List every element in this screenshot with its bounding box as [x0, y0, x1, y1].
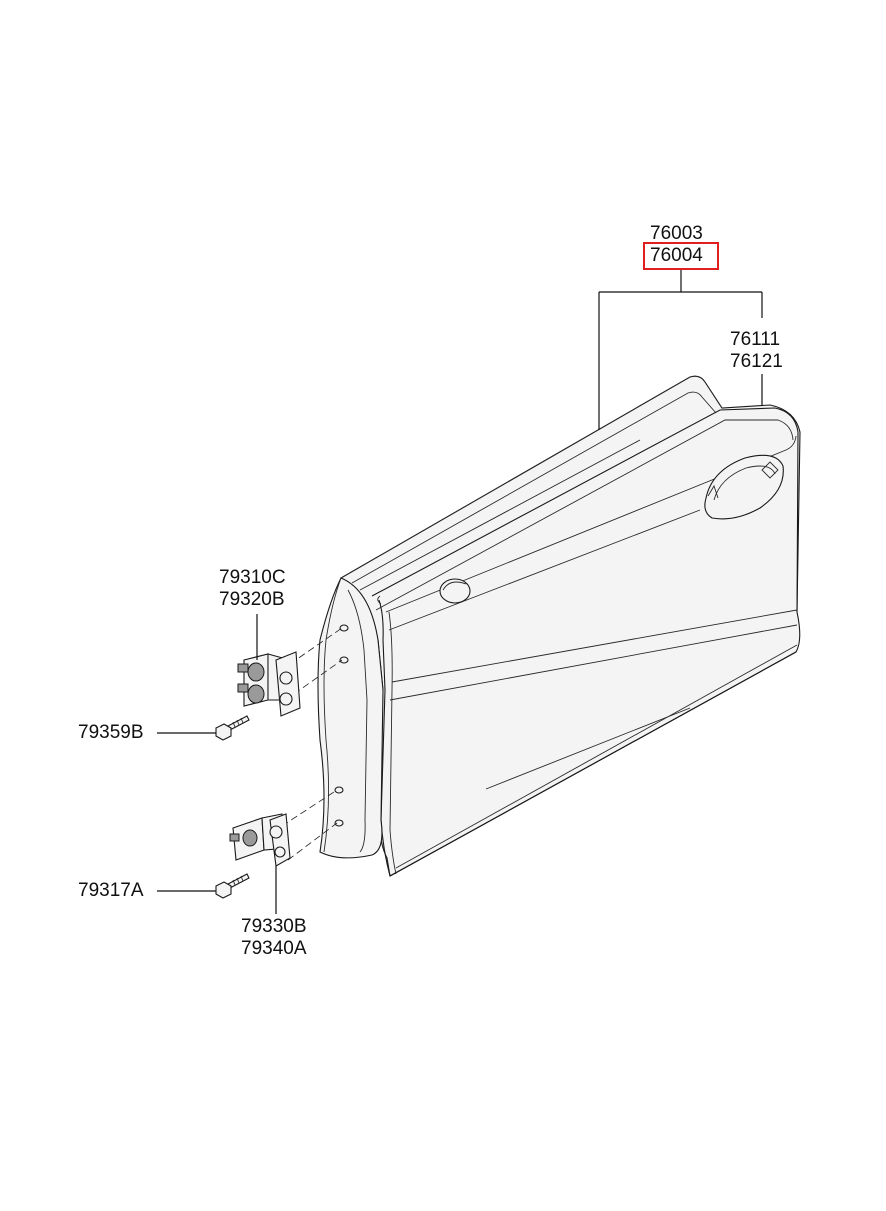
hinge-pillar-edge	[317, 577, 384, 859]
callout-79317A: 79317A	[78, 880, 144, 901]
highlight-box-76004	[643, 242, 719, 270]
callout-76003: 76003	[650, 223, 703, 244]
upper-hinge	[237, 651, 301, 717]
callout-79359B: 79359B	[78, 722, 144, 743]
callout-76121: 76121	[730, 351, 783, 372]
callout-79320B: 79320B	[219, 589, 285, 610]
callout-76004: 76004	[650, 245, 703, 266]
front-door-panel	[340, 375, 801, 877]
callout-79310C: 79310C	[219, 567, 286, 588]
upper-bolt	[215, 715, 250, 741]
leader-lines	[157, 270, 763, 914]
lower-bolt	[215, 873, 250, 899]
callout-79340A: 79340A	[241, 938, 307, 959]
assembly-lines	[281, 627, 343, 861]
callout-76111: 76111	[730, 329, 781, 350]
lower-hinge	[229, 813, 291, 867]
callout-79330B: 79330B	[241, 916, 307, 937]
